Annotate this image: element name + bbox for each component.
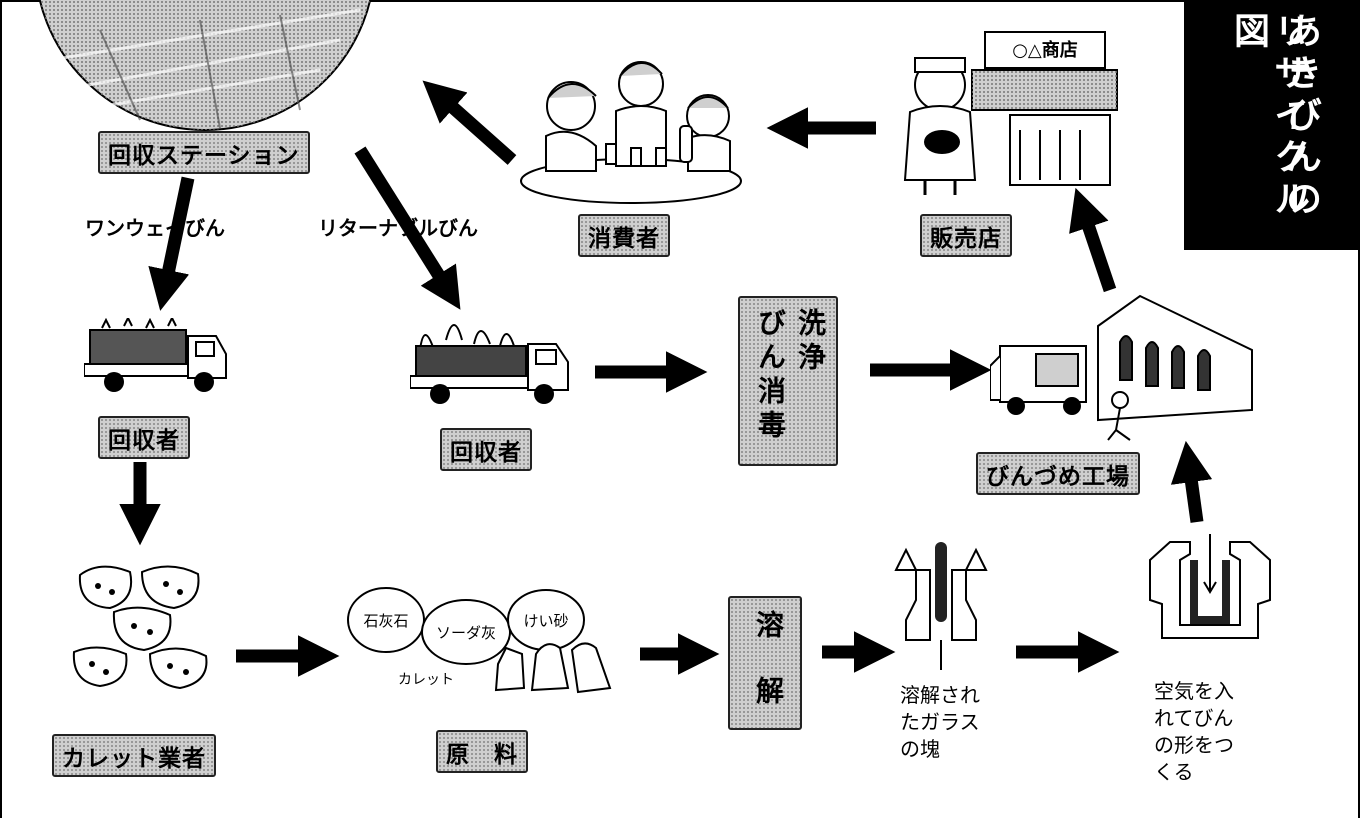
arrow-station-to-collector-mid: [354, 146, 461, 310]
title-box: あきびんの リサイクル図: [1184, 0, 1360, 250]
melt-text-bottom: 解: [752, 676, 785, 710]
blow-mold-illustration: [1149, 534, 1271, 639]
frame-border-left: [0, 0, 2, 818]
raw-limestone-text: 石灰石: [363, 612, 408, 630]
arrow-factory-to-store: [1069, 187, 1117, 293]
raw-cullet-text: カレット: [398, 672, 454, 688]
molten-glass-illustration: [894, 542, 988, 670]
consumers-illustration: [520, 61, 742, 204]
note-blow-mold-line-2: れてびん: [1154, 706, 1234, 730]
label-collector-left: 回収者: [98, 416, 190, 459]
collector-truck-left: [84, 318, 227, 392]
note-blow-mold-line-1: 空気を入: [1154, 679, 1234, 703]
melt-text-top: 溶: [752, 610, 785, 644]
label-consumer: 消費者: [578, 214, 670, 257]
title-line-2: リサイクル図: [1228, 12, 1309, 222]
note-molten-glass: 溶解され たガラス の塊: [900, 682, 980, 763]
store-illustration: ○△商店: [903, 31, 1118, 195]
note-blow-mold-line-3: の形をつ: [1154, 733, 1234, 757]
raw-soda-text: ソーダ灰: [436, 624, 496, 642]
label-bottling-factory: びんづめ工場: [976, 452, 1140, 495]
melt-box: 溶 解: [728, 596, 802, 730]
title-line-1: あきびんの: [1280, 12, 1321, 222]
label-collection-station: 回収ステーション: [98, 131, 310, 174]
arrow-station-to-collector-left: [148, 176, 195, 311]
station-photo: [38, 0, 372, 131]
note-blow-mold-line-4: くる: [1154, 760, 1194, 784]
label-store: 販売店: [920, 214, 1012, 257]
note-blow-mold: 空気を入 れてびん の形をつ くる: [1154, 678, 1234, 786]
wash-disinfect-box: 洗浄 びん消毒: [738, 296, 838, 466]
label-raw-material: 原 料: [436, 730, 528, 773]
frame-border-top: [0, 0, 1360, 2]
note-molten-glass-line-2: たガラス: [900, 710, 980, 734]
frame-border-right: [1358, 0, 1360, 818]
route-returnable: リターナブルびん: [318, 216, 478, 240]
factory-illustration: [990, 294, 1253, 441]
raw-materials-illustration: 石灰石 ソーダ灰 けい砂 カレット: [347, 587, 612, 694]
wash-text: 洗浄: [794, 308, 827, 376]
shop-sign-text: ○△商店: [1012, 39, 1078, 61]
label-collector-mid: 回収者: [440, 428, 532, 471]
collector-truck-mid: [410, 324, 569, 404]
route-one-way: ワンウェイびん: [85, 216, 225, 240]
arrow-consumer-to-station: [422, 80, 517, 165]
note-molten-glass-line-1: 溶解され: [900, 683, 980, 707]
cullet-bags-illustration: [72, 565, 208, 690]
arrow-mold-to-factory: [1170, 440, 1213, 523]
disinfect-text: びん消毒: [754, 308, 787, 444]
label-cullet-dealer: カレット業者: [52, 734, 216, 777]
note-molten-glass-line-3: の塊: [900, 737, 940, 761]
raw-silica-text: けい砂: [523, 612, 568, 630]
